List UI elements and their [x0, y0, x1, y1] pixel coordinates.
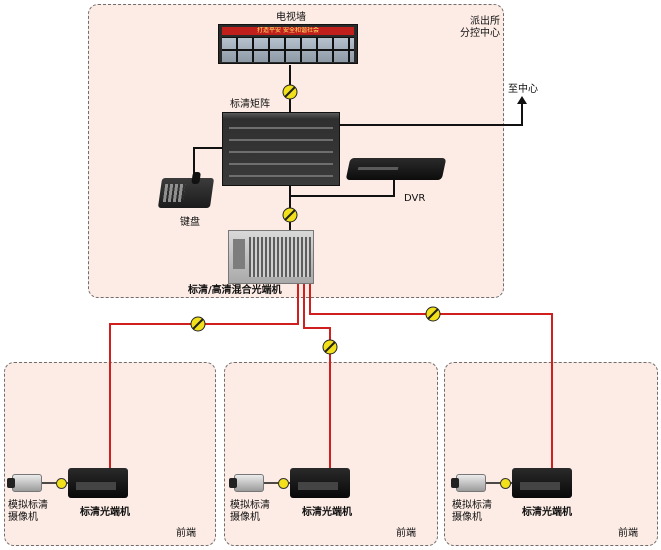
station-label-line2: 分控中心: [460, 28, 500, 39]
optical-machine-label: 标清/高清混合光端机: [188, 285, 282, 296]
sd-transceiver-1: [68, 468, 128, 498]
site-label-3: 前端: [618, 528, 638, 539]
to-center-label: 至中心: [508, 84, 538, 95]
camera-label-1: 模拟标清 摄像机: [8, 500, 48, 524]
station-label: 派出所 分控中心: [460, 16, 500, 40]
station-label-line1: 派出所: [470, 16, 500, 27]
dvr-device: [345, 158, 447, 180]
sd-transceiver-2: [290, 468, 350, 498]
video-wall: 打造平安 安全和谐社会: [218, 24, 358, 64]
camera-label-line1: 模拟标清: [8, 500, 48, 511]
fiber-connector-icon: [190, 316, 206, 332]
sd-matrix: [222, 112, 340, 186]
camera-label-line1: 模拟标清: [452, 500, 492, 511]
matrix-label: 标清矩阵: [230, 99, 270, 110]
transceiver-label-1: 标清光端机: [80, 507, 130, 518]
site-label-2: 前端: [396, 528, 416, 539]
analog-camera-2: [229, 474, 264, 492]
transceiver-label-2: 标清光端机: [302, 507, 352, 518]
camera-label-3: 模拟标清 摄像机: [452, 500, 492, 524]
keyboard-label: 键盘: [180, 217, 200, 228]
hybrid-optical-transceiver: [228, 230, 314, 284]
analog-camera-1: [7, 474, 42, 492]
transceiver-label-3: 标清光端机: [522, 507, 572, 518]
to-center-arrowhead: [517, 96, 527, 104]
camera-label-2: 模拟标清 摄像机: [230, 500, 270, 524]
site-label-1: 前端: [176, 528, 196, 539]
fiber-connector-icon: [500, 478, 511, 489]
control-keyboard: [157, 172, 215, 208]
camera-label-line2: 摄像机: [230, 512, 260, 523]
camera-label-line2: 摄像机: [452, 512, 482, 523]
fiber-connector-icon: [322, 339, 338, 355]
video-wall-label: 电视墙: [276, 12, 306, 23]
video-wall-screens: [222, 37, 354, 62]
dvr-label: DVR: [404, 193, 426, 204]
video-wall-banner: 打造平安 安全和谐社会: [222, 27, 354, 35]
fiber-connector-icon: [56, 478, 67, 489]
fiber-connector-icon: [425, 306, 441, 322]
analog-camera-3: [451, 474, 486, 492]
camera-label-line2: 摄像机: [8, 512, 38, 523]
sd-transceiver-3: [512, 468, 572, 498]
fiber-connector-icon: [278, 478, 289, 489]
camera-label-line1: 模拟标清: [230, 500, 270, 511]
